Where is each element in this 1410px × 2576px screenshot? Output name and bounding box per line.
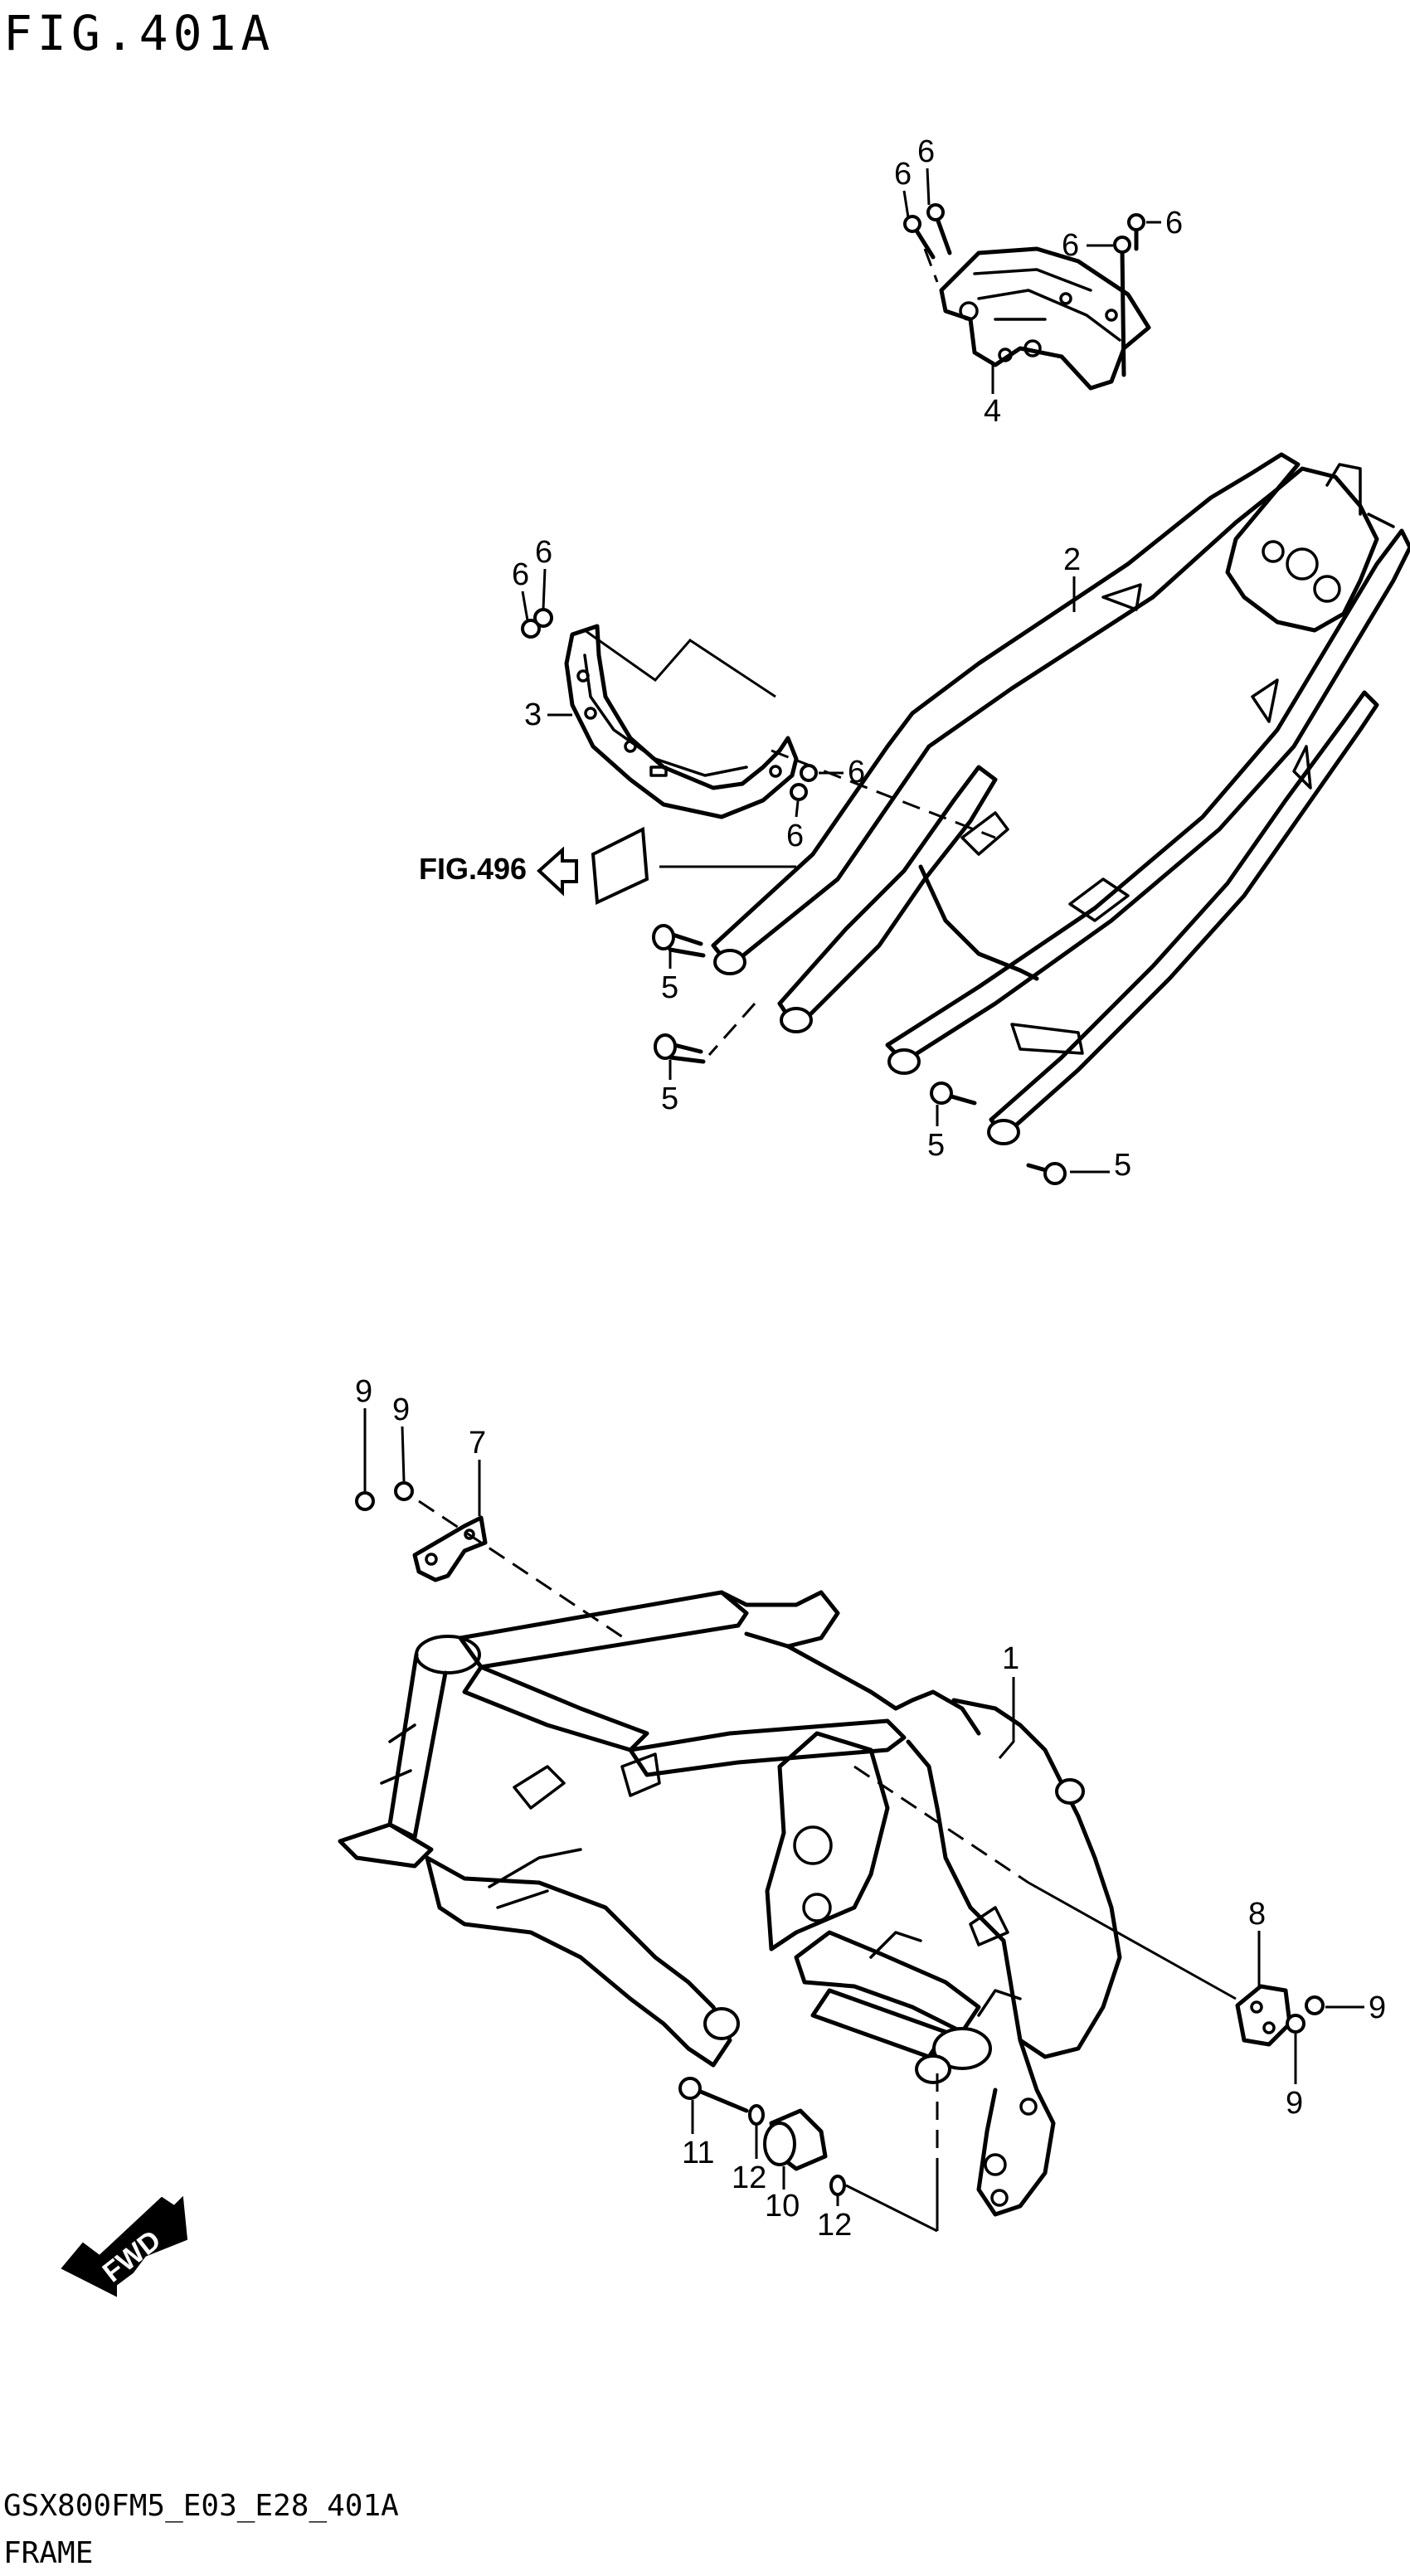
part-3-grab-bracket [521,608,818,819]
part-4-bracket [903,203,1151,391]
part-1-main-frame [338,1590,1122,2217]
left-arrow-icon [537,846,578,897]
callout-6f: 6 [535,535,552,570]
fig-496-reference: FIG.496 [419,826,796,906]
figure-title: FIG.401A [3,5,275,61]
section-name: FRAME [3,2536,93,2570]
callout-5b: 5 [661,1081,678,1116]
callout-7: 7 [469,1426,486,1461]
callout-6d: 6 [1165,206,1183,241]
callout-6g: 6 [848,755,865,790]
callout-6e: 6 [512,557,529,592]
callout-6b: 6 [917,134,935,169]
callout-12a: 12 [732,2160,766,2195]
callout-5c: 5 [927,1128,945,1163]
callout-12b: 12 [817,2208,852,2243]
callout-6h: 6 [786,819,804,853]
part-5-bolts [652,924,1067,1185]
callout-4: 4 [984,394,1001,429]
callout-5a: 5 [661,970,678,1005]
callout-1: 1 [1002,1641,1019,1676]
part-8-bracket [1235,1984,1325,2047]
callout-8: 8 [1248,1897,1266,1932]
fig-496-label: FIG.496 [419,852,527,886]
callout-5d: 5 [1114,1148,1131,1183]
callout-3: 3 [524,697,542,732]
parts-10-11-12 [678,2077,846,2196]
callout-9d: 9 [1286,2086,1303,2121]
label-sticker-icon [591,826,649,906]
callout-11: 11 [682,2136,714,2170]
callout-10: 10 [765,2189,800,2224]
fwd-direction-arrow: FWD [61,2195,188,2297]
callout-9c: 9 [1369,1990,1386,2025]
callout-2: 2 [1063,542,1081,577]
callout-9a: 9 [355,1374,372,1409]
callout-6a: 6 [894,157,912,192]
part-7-bracket [355,1481,488,1582]
part-2-seat-rail [711,452,1410,1145]
callout-9b: 9 [392,1392,410,1427]
model-code: GSX800FM5_E03_E28_401A [3,2489,399,2523]
callout-6c: 6 [1062,228,1079,263]
